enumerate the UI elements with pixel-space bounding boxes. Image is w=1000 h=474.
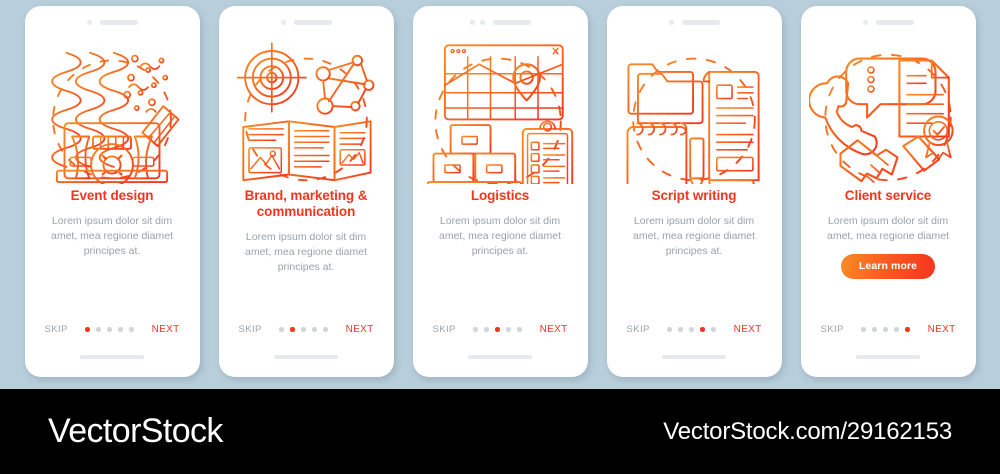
event-design-illustration	[33, 32, 191, 184]
screen-title: Brand, marketing & communication	[244, 188, 368, 219]
onboarding-nav-row: SKIP NEXT	[413, 324, 588, 335]
screen-description: Lorem ipsum dolor sit dim amet, mea regi…	[439, 215, 561, 257]
pagination-dot[interactable]	[473, 327, 478, 332]
next-button[interactable]: NEXT	[151, 324, 180, 335]
brand-marketing-illustration	[227, 32, 385, 184]
pagination-dot[interactable]	[301, 327, 306, 332]
home-indicator-bar	[662, 355, 726, 359]
screen-title: Event design	[70, 188, 154, 203]
next-button[interactable]: NEXT	[345, 324, 374, 335]
phone-screen-event-design: Event design Lorem ipsum dolor sit dim a…	[24, 6, 200, 377]
pagination-dot[interactable]	[678, 327, 683, 332]
home-indicator-bar	[274, 355, 338, 359]
pagination-dot[interactable]	[96, 327, 101, 332]
pagination-dots	[85, 327, 134, 332]
home-indicator-bar	[80, 355, 144, 359]
skip-button[interactable]: SKIP	[820, 324, 844, 335]
onboarding-nav-row: SKIP NEXT	[607, 324, 782, 335]
next-button[interactable]: NEXT	[927, 324, 956, 335]
phone-notch	[219, 6, 394, 30]
skip-button[interactable]: SKIP	[626, 324, 650, 335]
next-button[interactable]: NEXT	[539, 324, 568, 335]
speaker-grille-icon	[492, 20, 531, 25]
script-writing-illustration	[615, 32, 773, 184]
phone-notch	[413, 6, 588, 30]
phone-notch	[25, 6, 200, 30]
pagination-dot[interactable]	[667, 327, 672, 332]
pagination-dots	[279, 327, 328, 332]
pagination-dot-active[interactable]	[700, 327, 705, 332]
skip-button[interactable]: SKIP	[432, 324, 456, 335]
learn-more-button[interactable]: Learn more	[840, 254, 936, 279]
speaker-grille-icon	[681, 20, 720, 25]
skip-button[interactable]: SKIP	[238, 324, 262, 335]
watermark-footer: VectorStock VectorStock.com/29162153	[0, 389, 1000, 474]
screen-description: Lorem ipsum dolor sit dim amet, mea regi…	[827, 215, 949, 242]
pagination-dot[interactable]	[894, 327, 899, 332]
pagination-dot[interactable]	[861, 327, 866, 332]
home-indicator-bar	[856, 355, 920, 359]
pagination-dot[interactable]	[517, 327, 522, 332]
pagination-dot[interactable]	[689, 327, 694, 332]
speaker-grille-icon	[99, 20, 138, 25]
camera-dot-icon	[86, 20, 92, 25]
pagination-dot[interactable]	[312, 327, 317, 332]
phone-screen-client-service: Client service Lorem ipsum dolor sit dim…	[800, 6, 976, 377]
onboarding-nav-row: SKIP NEXT	[801, 324, 976, 335]
next-button[interactable]: NEXT	[733, 324, 762, 335]
camera-dot-icon	[479, 20, 485, 25]
pagination-dot[interactable]	[107, 327, 112, 332]
pagination-dot-active[interactable]	[495, 327, 500, 332]
screen-description: Lorem ipsum dolor sit dim amet, mea regi…	[51, 215, 173, 257]
camera-dot-icon	[280, 20, 286, 25]
pagination-dot[interactable]	[506, 327, 511, 332]
phone-screen-logistics: Logistics Lorem ipsum dolor sit dim amet…	[412, 6, 588, 377]
pagination-dot-active[interactable]	[905, 327, 910, 332]
cta-container: Learn more	[840, 254, 936, 279]
pagination-dot-active[interactable]	[290, 327, 295, 332]
phone-notch	[801, 6, 976, 30]
home-indicator-bar	[468, 355, 532, 359]
client-service-illustration	[809, 32, 967, 184]
pagination-dots	[861, 327, 910, 332]
pagination-dot[interactable]	[484, 327, 489, 332]
camera-dot-icon	[469, 20, 475, 25]
vectorstock-url: VectorStock.com/29162153	[663, 417, 952, 445]
screen-title: Logistics	[470, 188, 530, 203]
pagination-dot[interactable]	[872, 327, 877, 332]
pagination-dot[interactable]	[883, 327, 888, 332]
onboarding-nav-row: SKIP NEXT	[219, 324, 394, 335]
pagination-dot[interactable]	[118, 327, 123, 332]
phone-notch	[607, 6, 782, 30]
pagination-dots	[473, 327, 522, 332]
pagination-dot[interactable]	[711, 327, 716, 332]
speaker-grille-icon	[875, 20, 914, 25]
screen-description: Lorem ipsum dolor sit dim amet, mea regi…	[245, 231, 367, 273]
speaker-grille-icon	[293, 20, 332, 25]
logistics-illustration	[421, 32, 579, 184]
phone-screen-script-writing: Script writing Lorem ipsum dolor sit dim…	[606, 6, 782, 377]
pagination-dot[interactable]	[129, 327, 134, 332]
pagination-dot[interactable]	[279, 327, 284, 332]
screen-title: Client service	[844, 188, 932, 203]
camera-dot-icon	[668, 20, 674, 25]
phone-screen-brand-marketing-communication: Brand, marketing & communication Lorem i…	[218, 6, 394, 377]
pagination-dots	[667, 327, 716, 332]
skip-button[interactable]: SKIP	[44, 324, 68, 335]
screen-title: Script writing	[651, 188, 737, 203]
camera-dot-icon	[862, 20, 868, 25]
onboarding-nav-row: SKIP NEXT	[25, 324, 200, 335]
vectorstock-brand: VectorStock	[48, 412, 223, 450]
pagination-dot[interactable]	[323, 327, 328, 332]
screen-description: Lorem ipsum dolor sit dim amet, mea regi…	[633, 215, 755, 257]
phone-mockups-row: Event design Lorem ipsum dolor sit dim a…	[24, 6, 976, 377]
pagination-dot-active[interactable]	[85, 327, 90, 332]
